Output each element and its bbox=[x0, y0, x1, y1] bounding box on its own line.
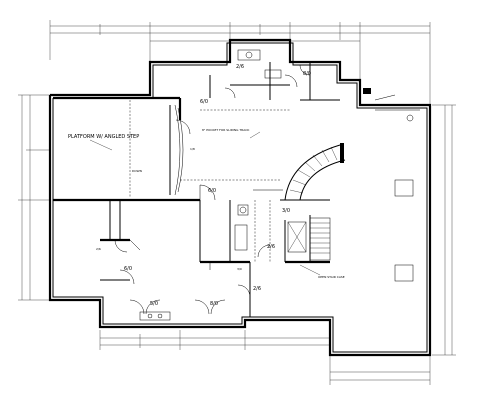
door-tag: 6/0 bbox=[124, 266, 132, 272]
right-dimension-lines bbox=[432, 104, 456, 356]
door-tag: 6/0 bbox=[208, 188, 216, 194]
bottom-dimension-lines bbox=[99, 330, 431, 385]
door-tag: 6/0 bbox=[200, 99, 208, 105]
small-mark: 1/8 bbox=[190, 147, 195, 151]
door-tag: 8/0 bbox=[303, 71, 311, 77]
door-tag: 2/6 bbox=[236, 64, 244, 70]
open-stair-label: OPEN STAIR CASE bbox=[318, 275, 345, 279]
pocket-note: 8" POCKET FOR SLIDING TRACK bbox=[202, 128, 250, 132]
curved-stair bbox=[284, 143, 346, 201]
interior-walls bbox=[53, 62, 340, 317]
door-tag: 2/6 bbox=[267, 244, 275, 250]
room-labels: PLATFORM W/ ANGLED STEP DOWN 8" POCKET F… bbox=[68, 128, 345, 279]
detail-lines bbox=[89, 94, 420, 276]
straight-stair bbox=[287, 217, 331, 261]
sunken-note: DOWN bbox=[132, 169, 142, 173]
exterior-walls bbox=[48, 38, 432, 357]
fixtures bbox=[139, 49, 414, 321]
door-tag: 2/6 bbox=[253, 286, 261, 292]
door-tag: 5/0 bbox=[150, 301, 158, 307]
door-tag: 3/0 bbox=[282, 208, 290, 214]
door-tag: 8/0 bbox=[210, 301, 218, 307]
small-marks: 1/8 2/6 3/0 bbox=[96, 147, 242, 271]
left-dimension-lines bbox=[18, 94, 50, 301]
platform-step bbox=[129, 100, 184, 198]
door-swings bbox=[114, 64, 311, 315]
small-mark: 2/6 bbox=[96, 247, 101, 251]
small-mark: 3/0 bbox=[237, 267, 242, 271]
platform-label: PLATFORM W/ ANGLED STEP bbox=[68, 134, 139, 140]
door-tags: 6/0 6/0 2/6 6/0 5/0 2/6 8/0 8/0 2/6 3/0 bbox=[124, 64, 311, 307]
